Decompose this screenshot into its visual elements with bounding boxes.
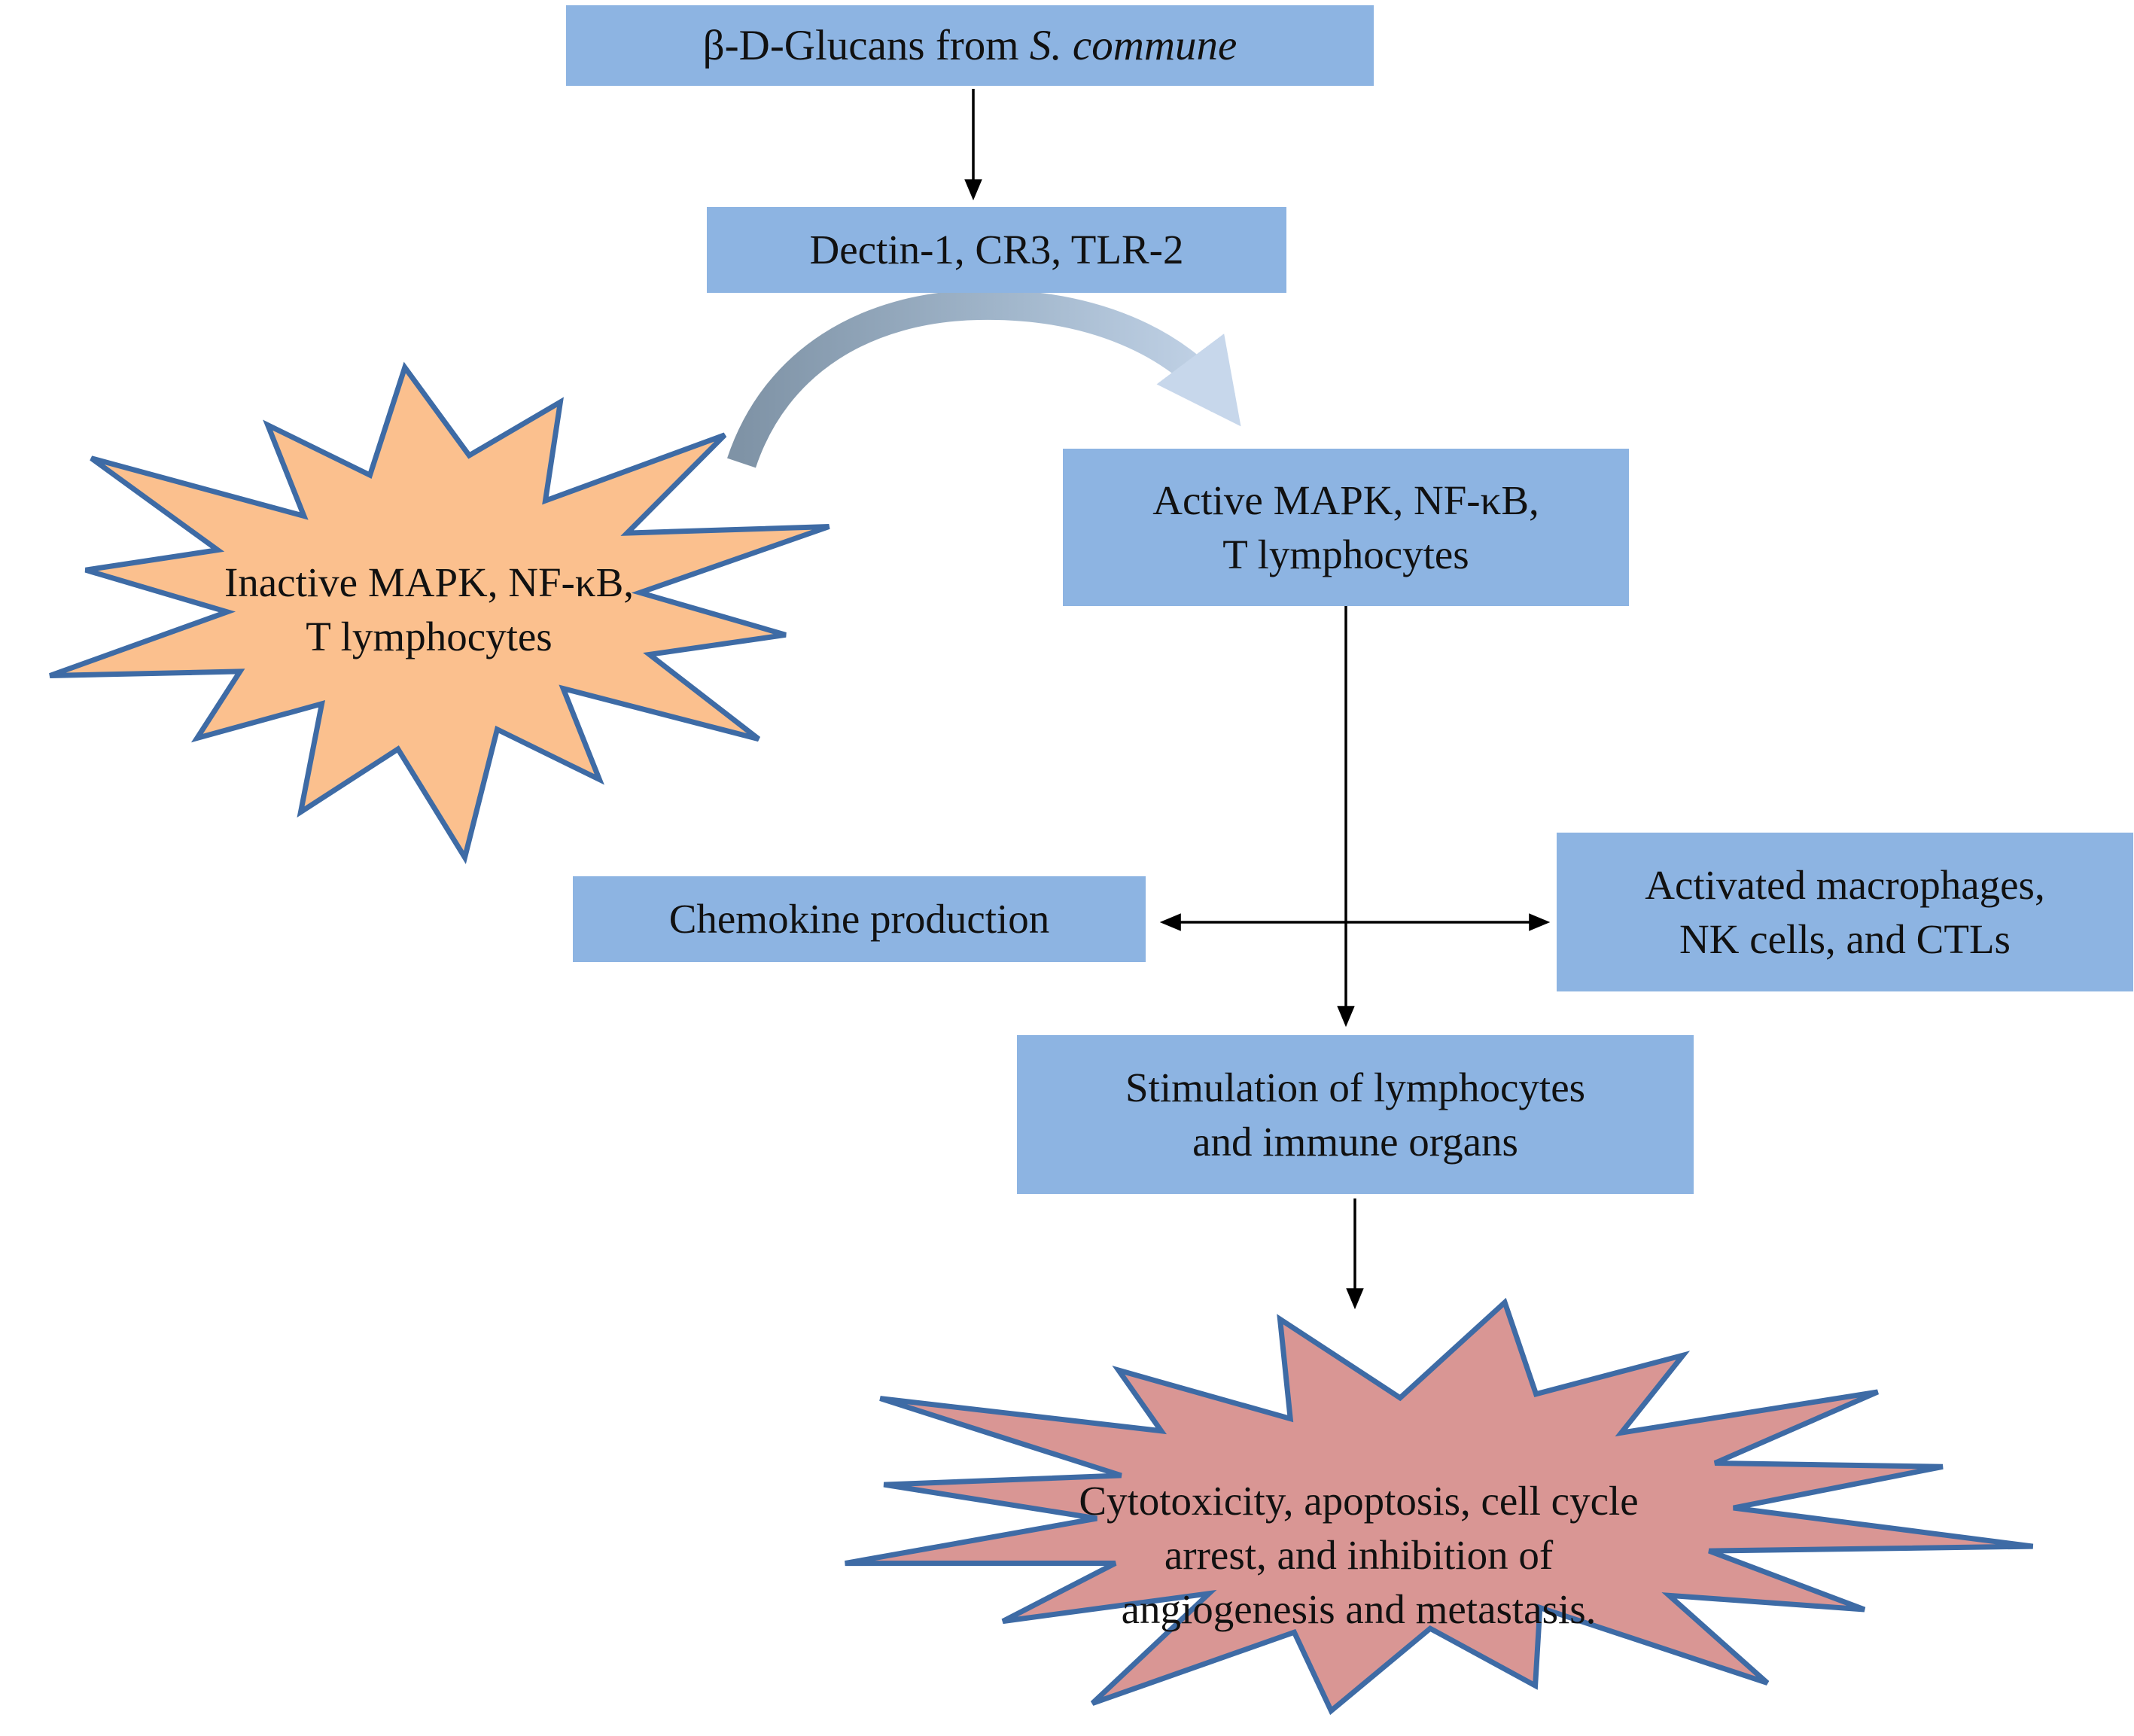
node-chemokine: Chemokine production bbox=[573, 876, 1146, 962]
glucans-text: β-D-Glucans from bbox=[702, 21, 1019, 69]
outcome-starburst bbox=[845, 1297, 2034, 1716]
inactive-line2: T lymphocytes bbox=[306, 614, 553, 659]
active-line2: T lymphocytes bbox=[1222, 531, 1469, 577]
stimulation-line2: and immune organs bbox=[1192, 1118, 1518, 1165]
outcome-starburst-text: Cytotoxicity, apoptosis, cell cycle arre… bbox=[888, 1474, 1829, 1637]
chemokine-label: Chemokine production bbox=[668, 896, 1050, 942]
glucans-label: β-D-Glucans from S. commune bbox=[703, 19, 1237, 73]
inactive-starburst-text: Inactive MAPK, NF-κB, T lymphocytes bbox=[105, 556, 753, 664]
outcome-line1: Cytotoxicity, apoptosis, cell cycle bbox=[1079, 1478, 1639, 1524]
active-line1: Active MAPK, NF-κB, bbox=[1152, 477, 1539, 523]
node-receptors: Dectin-1, CR3, TLR-2 bbox=[707, 207, 1286, 293]
inactive-line1: Inactive MAPK, NF-κB, bbox=[224, 559, 635, 605]
outcome-line2: arrest, and inhibition of bbox=[1164, 1532, 1554, 1578]
receptors-label: Dectin-1, CR3, TLR-2 bbox=[809, 227, 1184, 273]
outcome-line3: angiogenesis and metastasis. bbox=[1121, 1586, 1597, 1632]
node-active: Active MAPK, NF-κB, T lymphocytes bbox=[1063, 449, 1629, 606]
node-glucans: β-D-Glucans from S. commune bbox=[566, 5, 1374, 86]
stimulation-line1: Stimulation of lymphocytes bbox=[1125, 1064, 1586, 1110]
node-stimulation: Stimulation of lymphocytes and immune or… bbox=[1017, 1035, 1694, 1194]
macrophages-line2: NK cells, and CTLs bbox=[1679, 915, 2011, 962]
curved-arrow-receptors-to-active bbox=[727, 289, 1241, 468]
node-macrophages: Activated macrophages, NK cells, and CTL… bbox=[1557, 833, 2133, 991]
glucans-species-italic: S. commune bbox=[1029, 21, 1237, 69]
inactive-starburst bbox=[49, 361, 830, 864]
macrophages-line1: Activated macrophages, bbox=[1645, 861, 2045, 908]
